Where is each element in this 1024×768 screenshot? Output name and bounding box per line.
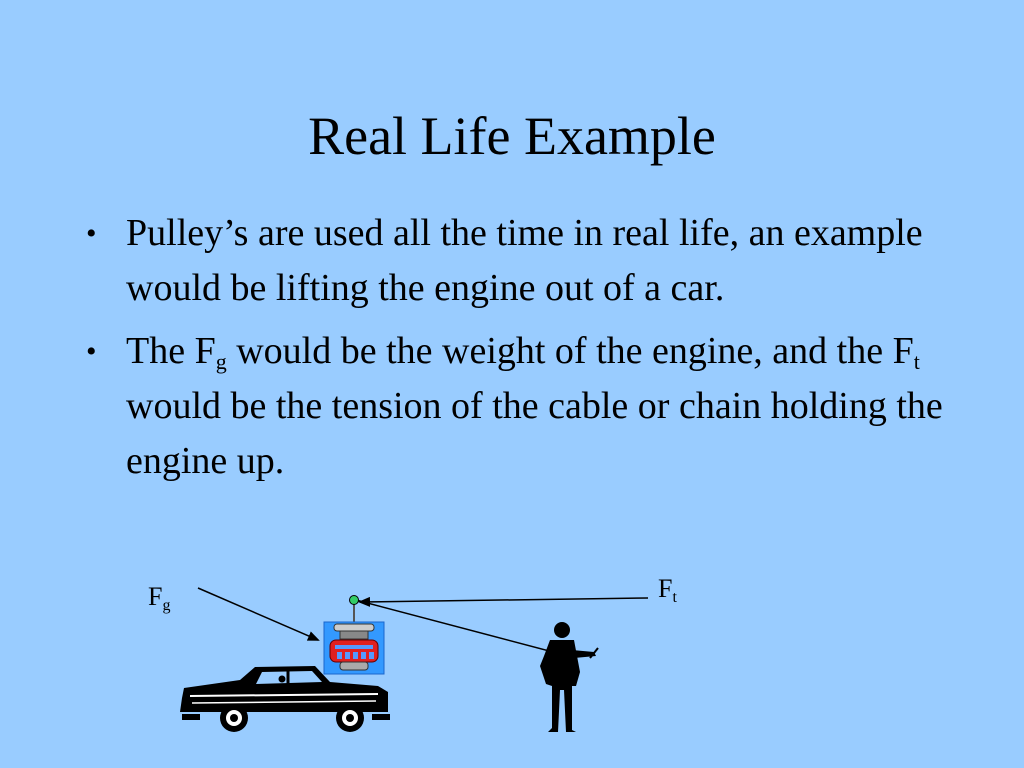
ft-arrow [358, 596, 649, 607]
diagram-svg [180, 587, 649, 732]
bullet-item-1: • Pulley’s are used all the time in real… [86, 206, 966, 316]
bullet-text-2-part-2: would be the weight of the engine, and t… [226, 330, 914, 372]
slide-title: Real Life Example [308, 106, 716, 166]
bullet-text-2-part-1: The F [126, 330, 216, 372]
fg-label: Fg [148, 582, 171, 614]
bullet-item-2: • The Fg would be the weight of the engi… [86, 324, 966, 489]
engine-icon [323, 621, 385, 675]
bullet-text-2-part-3: would be the tension of the cable or cha… [126, 385, 943, 482]
fg-arrow [197, 587, 320, 641]
ft-subscript: t [913, 349, 920, 374]
ft-label-base: F [658, 574, 673, 603]
bullet-glyph: • [86, 217, 97, 250]
pulley-icon [349, 595, 359, 605]
ft-label-sub: t [672, 589, 677, 606]
pulley-diagram: Fg Ft [0, 560, 1024, 768]
fg-label-base: F [148, 582, 163, 611]
ft-label: Ft [658, 574, 677, 606]
cable-line [355, 599, 573, 658]
car-icon [180, 666, 390, 732]
bullet-glyph: • [86, 335, 97, 368]
bullet-text-1: Pulley’s are used all the time in real l… [126, 212, 923, 309]
bullet-text-2: The Fg would be the weight of the engine… [126, 330, 943, 482]
fg-subscript: g [215, 349, 227, 374]
person-silhouette-icon [540, 622, 599, 732]
bullet-list: • Pulley’s are used all the time in real… [86, 206, 966, 497]
fg-label-sub: g [162, 597, 171, 614]
